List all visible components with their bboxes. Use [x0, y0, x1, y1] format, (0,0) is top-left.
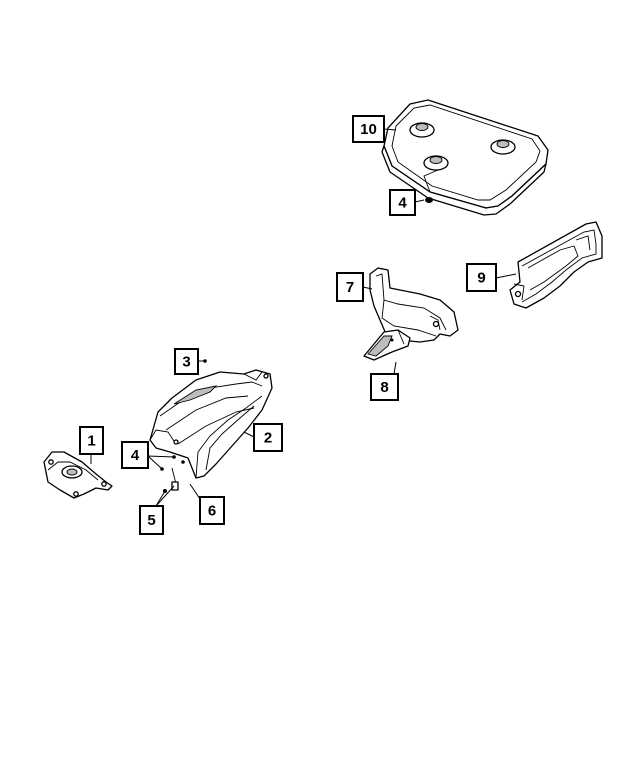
callout-9: 9 — [466, 263, 497, 292]
svg-text:10: 10 — [360, 121, 377, 138]
svg-text:7: 7 — [346, 279, 354, 296]
part-9-bracket — [509, 221, 603, 309]
part-8-deflector — [363, 329, 411, 361]
svg-text:6: 6 — [208, 503, 216, 520]
part-2-underbody-shield — [149, 369, 273, 479]
push-nut-icon — [425, 197, 433, 203]
callout-7: 7 — [336, 272, 364, 302]
callout-2: 2 — [253, 423, 283, 452]
part-7-heat-shield — [369, 267, 459, 343]
callout-4-lower: 4 — [121, 441, 149, 469]
svg-text:4: 4 — [131, 447, 140, 464]
svg-text:8: 8 — [380, 379, 388, 396]
svg-text:2: 2 — [264, 430, 272, 447]
part-10-heat-shield — [381, 99, 549, 216]
bolt-icon — [160, 455, 185, 493]
shield-boss-1 — [409, 122, 435, 138]
part-1-small-shield — [43, 451, 113, 499]
callout-4-upper: 4 — [389, 189, 416, 216]
callout-10: 10 — [352, 115, 385, 143]
shield-boss-2 — [490, 139, 516, 155]
callout-3: 3 — [174, 348, 199, 375]
callout-1: 1 — [79, 426, 104, 455]
svg-text:3: 3 — [182, 354, 190, 371]
clip-icon — [203, 359, 207, 363]
svg-text:9: 9 — [477, 270, 485, 287]
svg-text:4: 4 — [398, 195, 407, 212]
svg-text:1: 1 — [87, 433, 95, 450]
callout-8: 8 — [370, 373, 399, 401]
shield-boss-3 — [423, 155, 449, 171]
callout-5: 5 — [139, 505, 164, 535]
svg-text:5: 5 — [147, 512, 155, 529]
callout-6: 6 — [199, 496, 225, 525]
